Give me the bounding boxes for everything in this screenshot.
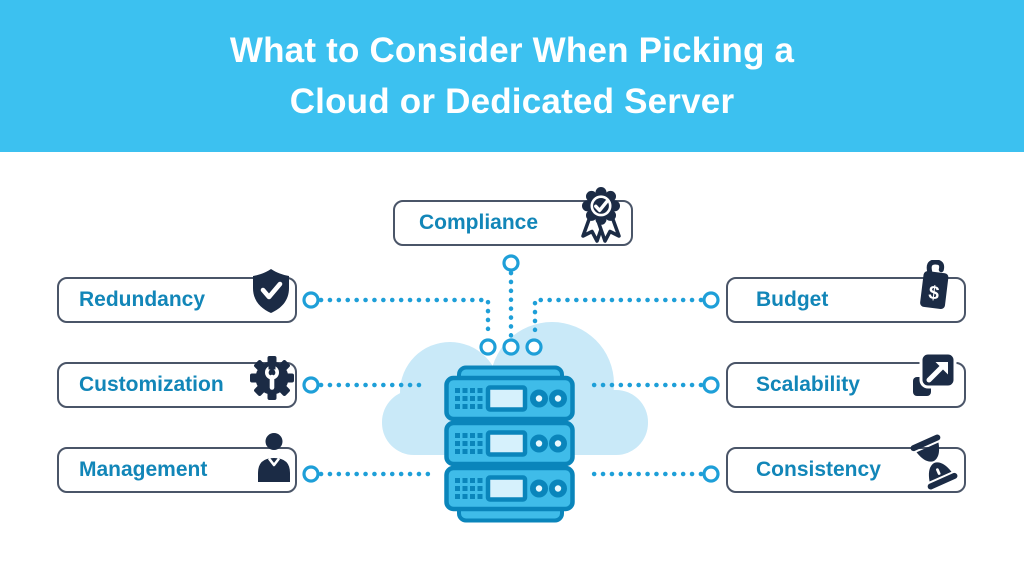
- node-budget-label: Budget: [756, 288, 829, 311]
- node-compliance-label: Compliance: [419, 211, 539, 234]
- node-customization-label: Customization: [79, 373, 224, 396]
- node-management-label: Management: [79, 458, 208, 481]
- hourglass-icon: [910, 434, 958, 490]
- gear-wrench-icon: [250, 356, 294, 400]
- connector-lines: [318, 270, 704, 477]
- shield-check-icon: [253, 269, 289, 313]
- title-line-1: What to Consider When Picking a: [229, 31, 795, 70]
- connector-budget: [532, 297, 704, 339]
- node-scalability-label: Scalability: [756, 373, 860, 396]
- server-unit: [444, 420, 575, 467]
- node-redundancy: Redundancy: [57, 269, 297, 323]
- price-tag-icon: $: [920, 260, 949, 309]
- node-scalability: Scalability: [726, 351, 966, 408]
- node-compliance: Compliance: [393, 187, 633, 246]
- server-stack: [444, 365, 575, 523]
- person-icon: [258, 433, 290, 482]
- node-management: Management: [57, 433, 297, 493]
- server-unit: [444, 465, 575, 512]
- header-banner: What to Consider When Picking a Cloud or…: [0, 0, 1024, 152]
- node-consistency-label: Consistency: [756, 458, 881, 481]
- node-customization: Customization: [57, 356, 297, 408]
- title-line-2: Cloud or Dedicated Server: [289, 82, 735, 121]
- connector-redundancy: [318, 297, 491, 339]
- certificate-ribbon-icon: [581, 187, 621, 243]
- connector-rings: [302, 254, 720, 483]
- node-consistency: Consistency: [726, 434, 966, 493]
- node-redundancy-label: Redundancy: [79, 288, 206, 311]
- svg-text:$: $: [927, 282, 940, 304]
- node-budget: Budget $: [726, 260, 966, 323]
- expand-arrow-icon: [913, 351, 957, 396]
- server-unit: [444, 375, 575, 422]
